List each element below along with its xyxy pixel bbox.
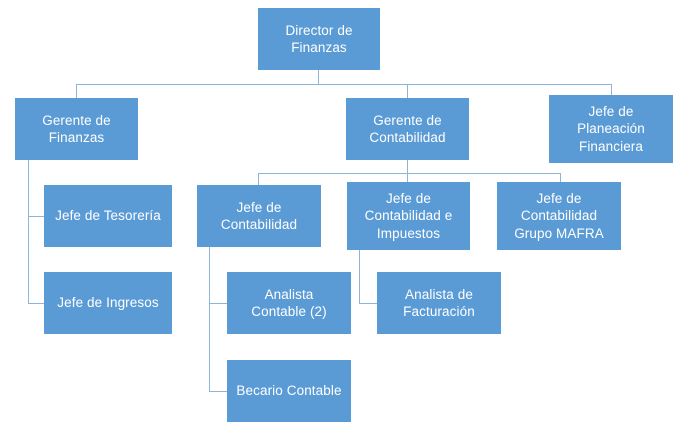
node-jefe-contabilidad[interactable]: Jefe de Contabilidad bbox=[197, 185, 321, 247]
connector-to-becario-contable bbox=[209, 391, 227, 392]
connector-to-jefe-contabilidad bbox=[258, 173, 259, 185]
connector-contabilidad-stem bbox=[407, 160, 408, 173]
connector-director-stem bbox=[318, 70, 319, 84]
node-jefe-contabilidad-impuestos[interactable]: Jefe de Contabilidad e Impuestos bbox=[347, 182, 470, 250]
connector-to-jefe-planeacion bbox=[611, 84, 612, 95]
connector-to-gerente-finanzas bbox=[76, 84, 77, 98]
node-gerente-contabilidad[interactable]: Gerente de Contabilidad bbox=[346, 98, 469, 160]
node-jefe-planeacion-financiera[interactable]: Jefe de Planeación Financiera bbox=[549, 95, 673, 163]
connector-to-analista-facturacion bbox=[359, 303, 377, 304]
node-jefe-contabilidad-grupo-mafra[interactable]: Jefe de Contabilidad Grupo MAFRA bbox=[497, 182, 621, 250]
connector-to-jefe-contabilidad-impuestos bbox=[407, 173, 408, 182]
connector-to-gerente-contabilidad bbox=[407, 84, 408, 98]
connector-level1-bus bbox=[76, 84, 611, 85]
connector-finanzas-spine bbox=[28, 160, 29, 303]
connector-to-analista-contable bbox=[209, 303, 227, 304]
node-gerente-finanzas[interactable]: Gerente de Finanzas bbox=[15, 98, 138, 160]
connector-to-jefe-tesoreria bbox=[28, 216, 44, 217]
node-analista-contable[interactable]: Analista Contable (2) bbox=[227, 272, 351, 334]
connector-to-jefe-ingresos bbox=[28, 303, 44, 304]
connector-jefe-impuestos-spine bbox=[359, 250, 360, 303]
connector-level2-bus bbox=[258, 173, 560, 174]
connector-to-jefe-contabilidad-mafra bbox=[560, 173, 561, 182]
node-analista-facturacion[interactable]: Analista de Facturación bbox=[377, 272, 501, 334]
node-becario-contable[interactable]: Becario Contable bbox=[227, 360, 351, 422]
connector-jefe-contabilidad-spine bbox=[209, 247, 210, 391]
node-director-finanzas[interactable]: Director de Finanzas bbox=[258, 8, 380, 70]
node-jefe-ingresos[interactable]: Jefe de Ingresos bbox=[44, 272, 172, 334]
node-jefe-tesoreria[interactable]: Jefe de Tesorería bbox=[44, 185, 172, 247]
